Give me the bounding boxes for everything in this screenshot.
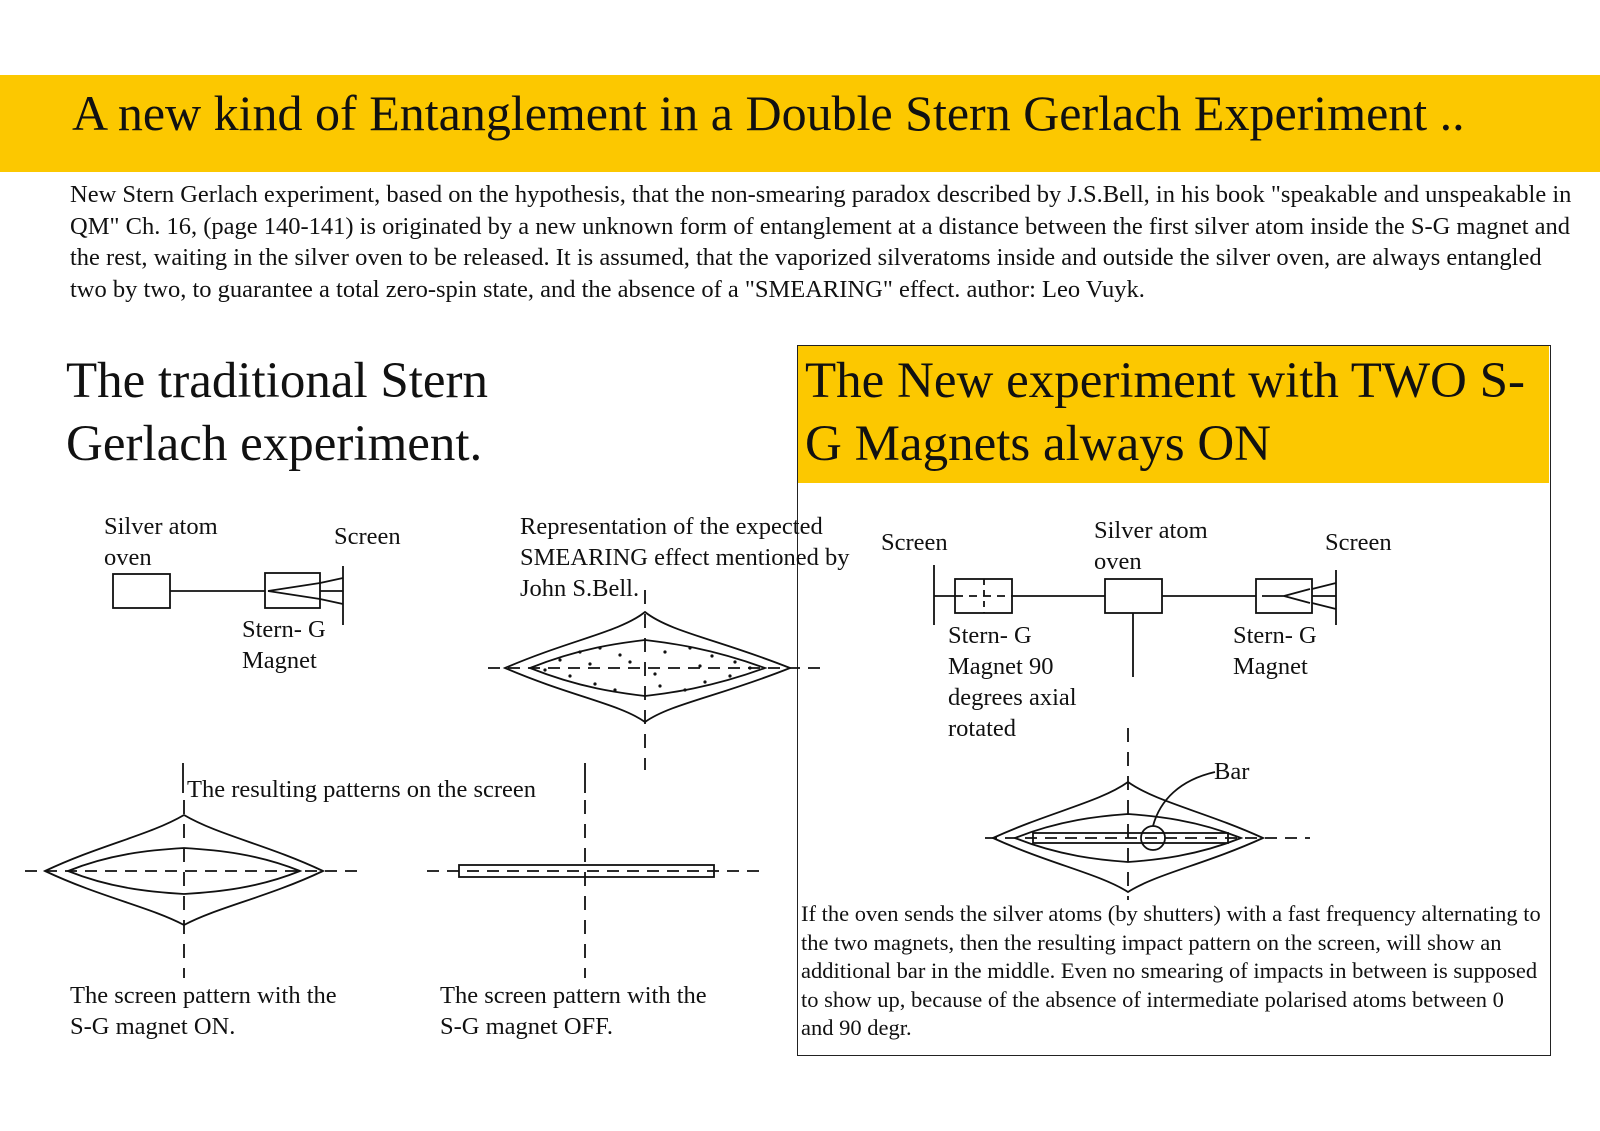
smearing-dots (543, 646, 752, 692)
new-oven-label: Silver atom oven (1094, 517, 1208, 575)
new-apparatus (933, 565, 1337, 677)
screen-label: Screen (334, 523, 401, 550)
left-magnet-label: Stern- G Magnet 90 degrees axial rotated (948, 622, 1077, 742)
traditional-apparatus (112, 566, 344, 625)
new-experiment-panel (797, 345, 1551, 1056)
smearing-caption: Representation of the expected SMEARING … (520, 513, 850, 602)
left-screen-label: Screen (881, 529, 948, 556)
new-pattern-with-bar (985, 728, 1310, 900)
single-bar (458, 864, 715, 878)
pattern-magnet-off (427, 800, 767, 978)
pattern-magnet-on (25, 800, 365, 978)
intro-paragraph: New Stern Gerlach experiment, based on t… (70, 181, 1572, 303)
page-title: A new kind of Entanglement in a Double S… (72, 85, 1465, 141)
new-experiment-header (798, 346, 1549, 483)
magnet-off-caption: The screen pattern with the S-G magnet O… (440, 982, 707, 1040)
patterns-caption: The resulting patterns on the screen (187, 776, 537, 803)
right-magnet-label: Stern- G Magnet (1233, 622, 1317, 680)
smearing-pattern (488, 590, 825, 770)
oven-box (112, 573, 171, 609)
right-screen-label: Screen (1325, 529, 1392, 556)
magnet-on-caption: The screen pattern with the S-G magnet O… (70, 982, 337, 1040)
bottom-note: If the oven sends the silver atoms (by s… (801, 901, 1541, 1040)
new-experiment-title: The New experiment with TWO S-G Magnets … (805, 353, 1525, 472)
central-oven (1104, 578, 1163, 614)
oven-label: Silver atom oven (104, 513, 218, 571)
magnet-label: Stern- G Magnet (242, 616, 326, 674)
title-banner (0, 75, 1600, 172)
bar-label: Bar (1214, 758, 1250, 785)
middle-bar (1032, 832, 1229, 844)
bar-leader (1152, 771, 1216, 827)
traditional-section-title: The traditional Stern Gerlach experiment… (66, 353, 489, 472)
